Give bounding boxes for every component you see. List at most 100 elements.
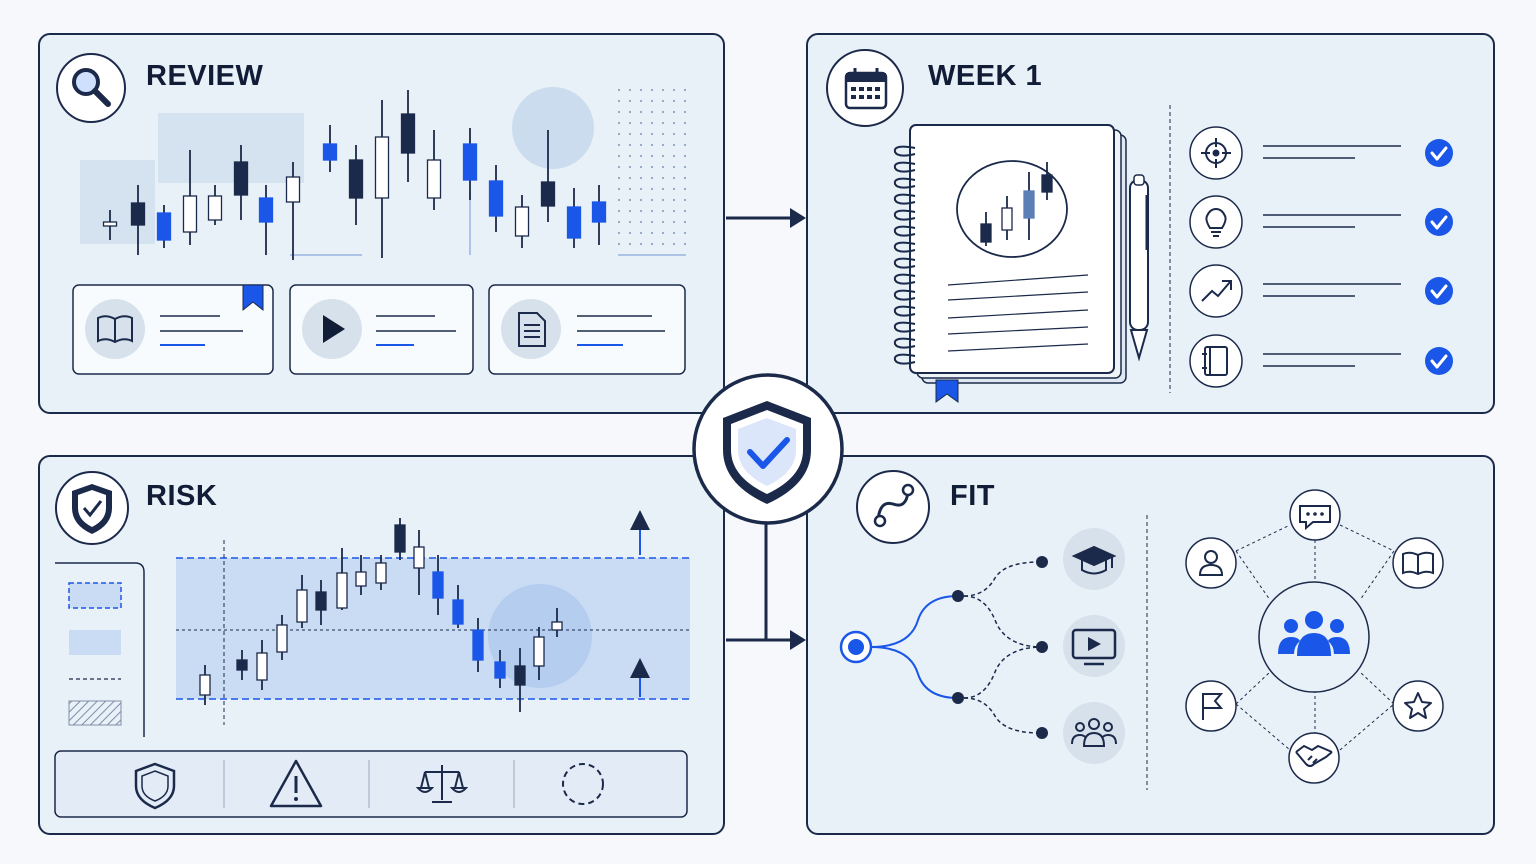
risk-chart [176,510,690,725]
candlestick [199,665,211,705]
notebook-icon [1202,346,1228,376]
candlestick [432,555,444,615]
user-icon [1198,550,1224,576]
pen-icon [1129,174,1149,362]
checklist-row [1189,195,1453,249]
candlestick [452,585,464,628]
warning-icon[interactable] [269,759,323,808]
bookmark-icon [242,284,264,312]
target-icon [1201,138,1231,168]
candlestick [130,185,146,255]
candlestick [472,618,484,672]
risk-candlesticks [199,518,563,712]
candlestick [494,650,506,688]
team-icon [1278,611,1350,656]
journal-notebook [893,124,1127,403]
review-focus-circle [512,87,594,169]
fit-header-icon [856,470,930,544]
candlestick [462,128,478,200]
candlestick [322,125,338,172]
dashed-circle-icon[interactable] [562,763,604,805]
review-title: REVIEW [146,60,264,92]
week-header-icon [826,49,904,127]
candlestick [207,185,223,225]
review-card-book[interactable] [72,284,274,375]
candlestick [413,530,425,595]
week-checklist [1189,126,1453,388]
video-icon [1071,628,1117,666]
candlestick [400,90,416,182]
candlestick [182,150,198,245]
checklist-row [1189,126,1453,180]
group-icon [1071,718,1117,747]
candlestick [156,205,172,248]
candlestick [233,145,249,220]
scales-icon[interactable] [415,765,469,803]
review-header-icon [56,53,126,123]
bookmark-icon [935,379,959,403]
document-icon [518,312,546,347]
handshake-icon [1295,744,1333,767]
candlestick [1041,162,1053,200]
checklist-row [1189,264,1453,318]
lightbulb-icon [1205,207,1227,237]
checklist-row [1189,334,1453,388]
week-title: WEEK 1 [928,60,1043,92]
risk-title: RISK [146,480,218,512]
candlestick [1001,196,1013,240]
candlestick [276,615,288,660]
calendar-icon [844,68,888,110]
trend-arrow-icon [1201,280,1232,302]
candlestick [375,555,387,590]
candlestick [980,212,992,246]
risk-header-icon [55,471,129,545]
flow-connectors [726,208,806,650]
check-icon [1425,277,1453,305]
open-book-icon [97,315,133,344]
review-highlight-zone [80,160,155,244]
candlestick [236,650,248,680]
review-candlesticks [102,90,607,260]
candlestick [256,640,268,690]
review-card-document[interactable] [488,284,686,375]
candlestick [566,188,582,248]
candlestick [426,130,442,210]
candlestick [258,185,274,255]
candlestick [374,100,390,258]
fit-title: FIT [950,480,995,512]
candlestick [394,518,406,560]
candlestick [285,162,301,260]
book-icon [1402,551,1434,576]
center-shield-badge [692,373,844,525]
candlestick [336,548,348,610]
fit-branch-diagram [839,528,1125,764]
play-icon [323,315,345,343]
check-icon [1425,208,1453,236]
check-icon [1425,139,1453,167]
graduation-cap-icon [1071,545,1117,575]
notebook-rings [893,145,916,365]
candlestick [514,195,530,248]
candlestick [533,627,545,680]
review-card-video[interactable] [289,284,474,375]
check-icon [1425,347,1453,375]
candlestick [296,575,308,628]
review-highlight-zone [158,113,304,183]
magnifier-icon [72,68,111,107]
candlestick [540,130,556,222]
candlestick [591,185,607,245]
candlestick [315,580,327,625]
risk-toolbar [54,750,688,818]
chat-icon [1299,505,1331,531]
journal-candlesticks [980,162,1053,246]
flag-icon [1202,693,1224,720]
fit-network [1185,489,1444,784]
candlestick [355,555,367,595]
candlestick [514,648,526,712]
candlestick [1023,172,1035,240]
candlestick [348,145,364,225]
candlestick [551,608,563,637]
candlestick [102,210,118,240]
shield-icon[interactable] [134,762,176,810]
